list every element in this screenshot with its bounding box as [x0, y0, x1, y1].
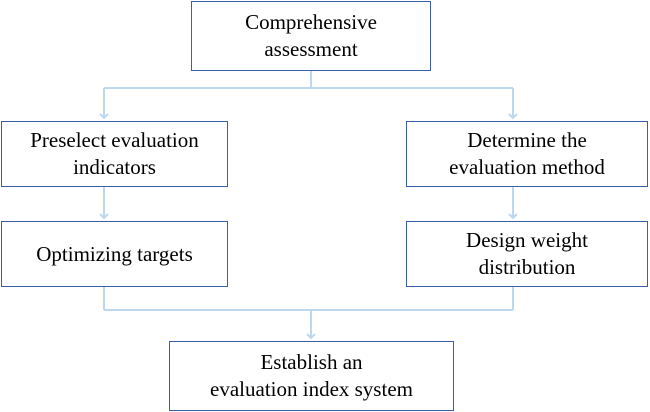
node-evaluation-index-system-label: Establish an evaluation index system — [210, 350, 413, 401]
node-evaluation-method: Determine the evaluation method — [406, 121, 648, 187]
node-optimizing-targets: Optimizing targets — [1, 221, 228, 287]
node-comprehensive-assessment-label: Comprehensive assessment — [245, 10, 377, 61]
node-comprehensive-assessment: Comprehensive assessment — [191, 1, 431, 71]
node-optimizing-targets-label: Optimizing targets — [36, 241, 193, 266]
node-preselect-indicators: Preselect evaluation indicators — [1, 121, 228, 187]
node-evaluation-method-label: Determine the evaluation method — [449, 128, 605, 179]
node-preselect-indicators-label: Preselect evaluation indicators — [30, 128, 199, 179]
node-evaluation-index-system: Establish an evaluation index system — [169, 341, 454, 411]
node-weight-distribution: Design weight distribution — [406, 221, 648, 287]
node-weight-distribution-label: Design weight distribution — [466, 228, 588, 279]
